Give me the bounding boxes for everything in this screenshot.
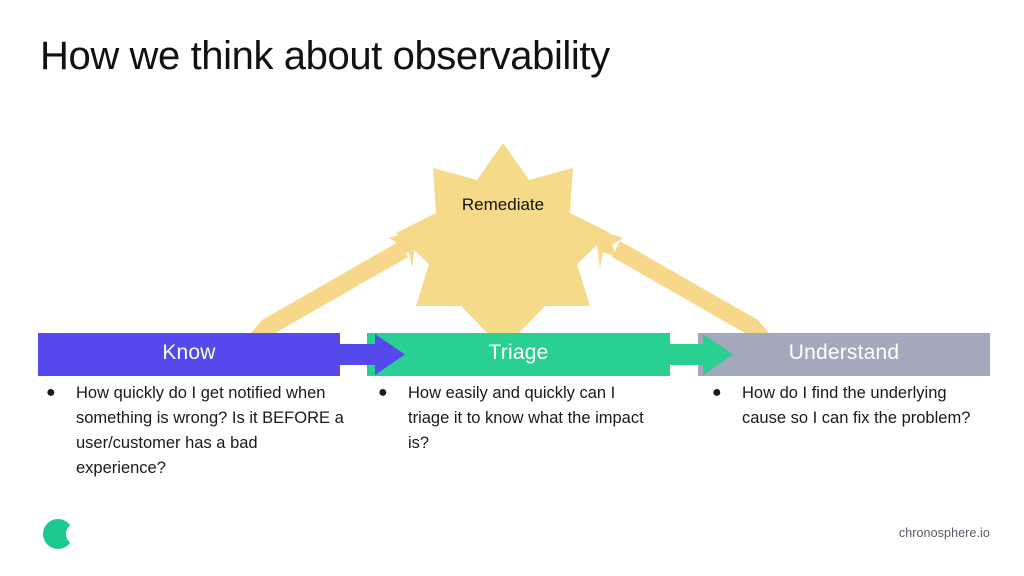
- list-item: ● How quickly do I get notified when som…: [46, 381, 346, 481]
- bullet-text: How do I find the underlying cause so I …: [742, 384, 971, 428]
- chronosphere-logo: [43, 519, 88, 549]
- bullet-column-triage: ● How easily and quickly can I triage it…: [378, 381, 658, 456]
- list-item: ● How easily and quickly can I triage it…: [378, 381, 658, 456]
- page-title: How we think about observability: [40, 34, 610, 78]
- stage-bar-understand[interactable]: [698, 333, 990, 376]
- bullet-text: How quickly do I get notified when somet…: [76, 384, 344, 478]
- stage-label-understand: Understand: [788, 341, 900, 364]
- stage-label-triage: Triage: [488, 341, 549, 364]
- bullet-dot-icon: ●: [378, 384, 388, 401]
- arrow-triage-to-understand-icon: [670, 334, 733, 375]
- footer-url: chronosphere.io: [898, 526, 990, 540]
- arrow-know-to-triage-icon: [340, 334, 405, 375]
- bullet-dot-icon: ●: [712, 384, 722, 401]
- feedback-arrow-understand-icon: [595, 229, 773, 338]
- stage-label-know: Know: [162, 341, 216, 364]
- bullet-column-know: ● How quickly do I get notified when som…: [46, 381, 346, 481]
- remediate-label: Remediate: [461, 195, 545, 214]
- bullet-text: How easily and quickly can I triage it t…: [408, 384, 644, 453]
- bullet-dot-icon: ●: [46, 384, 56, 401]
- bullet-column-understand: ● How do I find the underlying cause so …: [712, 381, 974, 431]
- feedback-arrow-know-icon: [247, 229, 417, 338]
- list-item: ● How do I find the underlying cause so …: [712, 381, 974, 431]
- remediate-star-icon: [396, 143, 610, 338]
